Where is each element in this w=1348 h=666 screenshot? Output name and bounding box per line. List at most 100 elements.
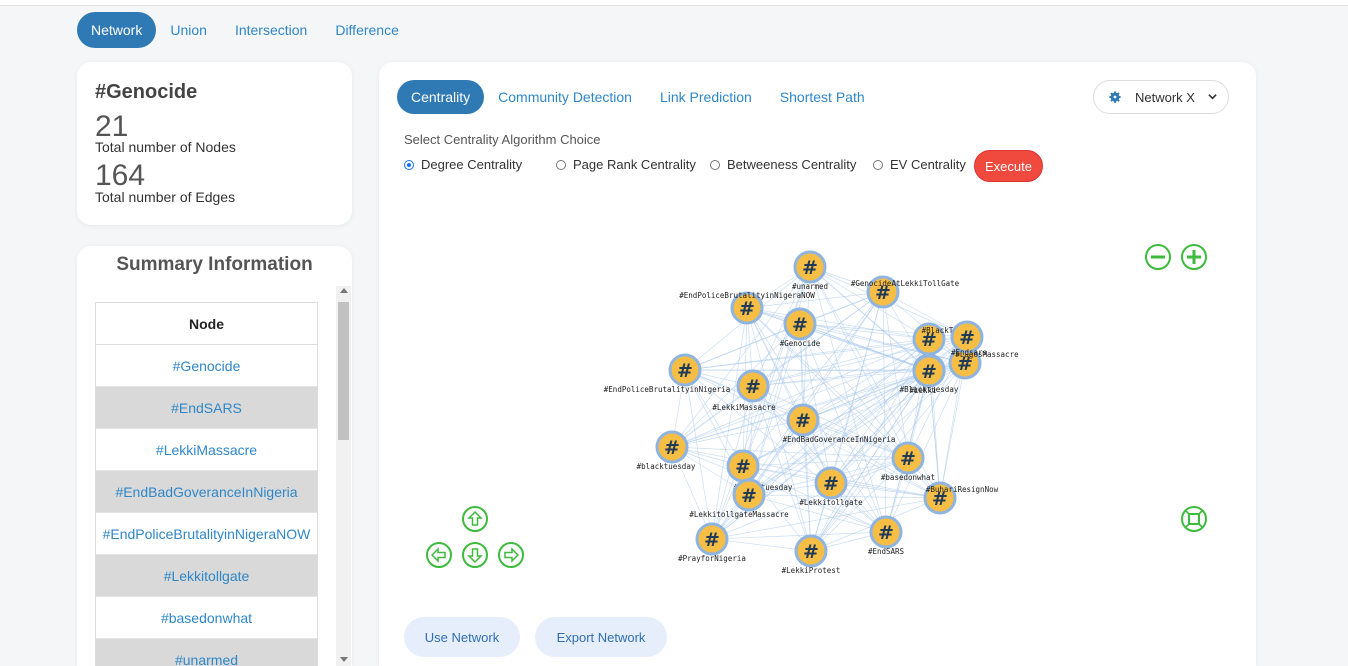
graph-node[interactable]: ##BuhariResignNow	[923, 481, 999, 515]
graph-edge	[671, 446, 909, 459]
graph-node[interactable]: ##LekkiProtest	[782, 534, 841, 575]
graph-edge	[810, 370, 930, 552]
radio-selected-icon[interactable]	[404, 159, 414, 170]
tab-network[interactable]: Network	[77, 12, 157, 48]
radio-page-rank-centrality[interactable]: Page Rank Centrality	[556, 157, 696, 172]
main-card: Centrality Community Detection Link Pred…	[379, 62, 1256, 666]
graph-node[interactable]: ##Lekki	[909, 354, 946, 395]
fit-view-icon[interactable]	[1181, 506, 1207, 532]
pan-left-icon[interactable]	[426, 542, 452, 568]
graph-node[interactable]: ##Lekkitollgate	[799, 466, 863, 507]
graph-edge	[752, 369, 930, 387]
hashtag-node-icon	[736, 369, 770, 403]
graph-edge	[928, 370, 941, 499]
graph-node[interactable]: ##GenocideAtLekkiTollGate	[851, 275, 960, 309]
graph-node[interactable]: ##Genocide	[780, 307, 821, 348]
graph-node[interactable]: ##LekkitollgateMassacre	[689, 478, 789, 519]
radio-label: Betweeness Centrality	[727, 157, 857, 172]
hash-glyph-icon: #	[802, 257, 818, 279]
graph-nodes: # #unarmed ##GenocideAtLekkiTollGate ##EndP…	[604, 250, 1019, 575]
graph-edge	[882, 291, 909, 459]
table-row[interactable]: #EndBadGoveranceInNigeria	[96, 471, 317, 513]
table-row[interactable]: #EndSARS	[96, 387, 317, 429]
hashtag-node-icon	[730, 291, 764, 325]
table-row[interactable]: #unarmed	[96, 639, 317, 666]
summary-scrollbar[interactable]	[336, 286, 351, 666]
graph-edge	[711, 307, 748, 540]
hashtag-node-icon	[793, 250, 827, 284]
graph-node[interactable]: ##EndSARS	[868, 515, 905, 556]
table-row[interactable]: #basedonwhat	[96, 597, 317, 639]
graph-node-label: #Endsars	[951, 348, 987, 357]
graph-node[interactable]: ##blacktuesday	[637, 430, 696, 471]
graph-node-label: #PrayforNigeria	[678, 554, 746, 563]
graph-node-label: #unarmed	[792, 282, 828, 291]
table-row[interactable]: #Genocide	[96, 345, 317, 387]
export-network-button[interactable]: Export Network	[535, 617, 667, 657]
hashtag-node-icon	[950, 320, 984, 354]
table-row[interactable]: #LekkiMassacre	[96, 429, 317, 471]
graph-node[interactable]: ##LagosMassacre	[948, 346, 1019, 380]
radio-ev-centrality[interactable]: EV Centrality	[873, 157, 966, 172]
table-row[interactable]: #Lekkitollgate	[96, 555, 317, 597]
graph-node[interactable]: ##basedonwhat	[881, 441, 935, 482]
graph-edge	[684, 369, 930, 372]
hashtag-node-icon	[668, 353, 702, 387]
radio-label: EV Centrality	[890, 157, 966, 172]
graph-node-label: #LagosMassacre	[955, 350, 1019, 359]
graph-edge	[684, 323, 801, 371]
pan-down-icon[interactable]	[462, 542, 488, 568]
radio-unselected-icon[interactable]	[710, 159, 720, 170]
summary-title: Summary Information	[116, 254, 313, 275]
graph-node[interactable]: ##EndBadGoveranceInNigeria	[783, 403, 896, 444]
radio-unselected-icon[interactable]	[873, 159, 883, 170]
graph-edge	[671, 446, 887, 533]
graph-edge	[742, 465, 887, 533]
graph-node-label: #BuhariResignNow	[926, 485, 999, 494]
graph-edge	[711, 531, 887, 540]
tab-community-detection[interactable]: Community Detection	[498, 89, 632, 105]
graph-node[interactable]: ##EndPoliceBrutalityinNigeria	[604, 353, 730, 394]
graph-node[interactable]: ##PrayforNigeria	[678, 522, 746, 563]
graph-node-label: #Blacktuesday	[900, 385, 959, 394]
graph-node-label: #LekkiProtest	[782, 566, 841, 575]
hashtag-node-icon	[912, 354, 946, 388]
scroll-down-arrow-icon[interactable]	[340, 657, 348, 662]
zoom-in-icon[interactable]	[1181, 244, 1207, 270]
table-row[interactable]: #EndPoliceBrutalityinNigeraNOW	[96, 513, 317, 555]
graph-node[interactable]: # #unarmed	[792, 250, 828, 291]
graph-edge	[746, 307, 930, 340]
network-library-select[interactable]: Network X	[1093, 80, 1229, 114]
hash-glyph-icon: #	[677, 360, 693, 382]
graph-edge	[671, 446, 941, 499]
hash-glyph-icon: #	[795, 410, 811, 432]
network-graph[interactable]: # #unarmed ##GenocideAtLekkiTollGate ##EndP…	[379, 62, 1256, 666]
graph-node[interactable]: ##BlackTuesday	[912, 322, 981, 356]
graph-node[interactable]: ##Endsars	[950, 320, 987, 357]
node-column-header: Node	[96, 303, 317, 345]
use-network-button[interactable]: Use Network	[404, 617, 520, 657]
graph-edge	[742, 457, 909, 467]
tab-shortest-path[interactable]: Shortest Path	[779, 89, 865, 105]
tab-intersection[interactable]: Intersection	[234, 22, 308, 38]
pan-up-icon[interactable]	[462, 506, 488, 532]
tab-difference[interactable]: Difference	[335, 22, 399, 38]
tab-centrality[interactable]: Centrality	[397, 80, 485, 114]
zoom-out-icon[interactable]	[1145, 244, 1171, 270]
graph-node[interactable]: ##LekkiMassacre	[712, 369, 776, 412]
scroll-thumb[interactable]	[338, 302, 349, 440]
graph-edge	[748, 370, 930, 496]
graph-node[interactable]: ##EndPoliceBrutalityinNigeraNOW	[679, 291, 815, 325]
tab-link-prediction[interactable]: Link Prediction	[659, 89, 752, 105]
graph-edge	[802, 370, 930, 421]
radio-betweeness-centrality[interactable]: Betweeness Centrality	[710, 157, 856, 172]
scroll-up-arrow-icon[interactable]	[340, 288, 348, 293]
tab-union[interactable]: Union	[170, 22, 207, 38]
pan-right-icon[interactable]	[498, 542, 524, 568]
hash-glyph-icon: #	[745, 376, 761, 398]
algorithm-choice-label: Select Centrality Algorithm Choice	[404, 132, 601, 147]
radio-degree-centrality[interactable]: Degree Centrality	[404, 157, 522, 172]
execute-button[interactable]: Execute	[974, 150, 1043, 182]
hash-glyph-icon: #	[921, 361, 937, 383]
radio-unselected-icon[interactable]	[556, 159, 566, 170]
